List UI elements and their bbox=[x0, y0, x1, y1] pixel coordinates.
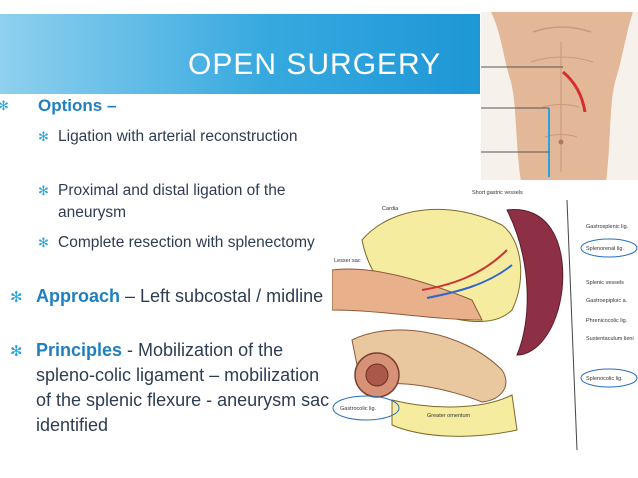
figure-label: Greater omentum bbox=[427, 413, 471, 419]
figure-label: Lesser sac bbox=[334, 258, 361, 264]
figure-label: Short gastric vessels bbox=[472, 190, 523, 196]
figure-label: Gastroepiploic a. bbox=[586, 298, 628, 304]
figure-label: Gastrosplenic lig. bbox=[586, 224, 629, 230]
options-heading-text: Options – bbox=[38, 96, 117, 115]
asterisk-icon: ✻ bbox=[10, 289, 23, 306]
figure-label: Splenic vessels bbox=[586, 280, 624, 286]
option-item: ✻ Ligation with arterial reconstruction bbox=[38, 126, 343, 148]
options-heading: ✻ Options – bbox=[0, 96, 117, 116]
torso-incision-image bbox=[481, 12, 638, 182]
figure-label: Splenorenal lig. bbox=[586, 246, 624, 252]
asterisk-icon: ✻ bbox=[38, 129, 49, 144]
asterisk-icon: ✻ bbox=[38, 235, 49, 250]
asterisk-icon: ✻ bbox=[38, 183, 49, 198]
option-item: ✻ Complete resection with splenectomy bbox=[38, 232, 343, 254]
splenic-anatomy-figure: Short gastric vessels Cardia Lesser sac … bbox=[332, 180, 638, 450]
option-text: Complete resection with splenectomy bbox=[58, 234, 315, 251]
asterisk-icon: ✻ bbox=[0, 98, 9, 113]
approach-label: Approach bbox=[36, 286, 121, 306]
approach-text: – Left subcostal / midline bbox=[120, 286, 324, 306]
approach-item: ✻ Approach – Left subcostal / midline bbox=[10, 284, 336, 309]
asterisk-icon: ✻ bbox=[10, 343, 23, 360]
principles-text: - Mobilization of the spleno-colic ligam… bbox=[36, 340, 330, 435]
principles-item: ✻ Principles - Mobilization of the splen… bbox=[10, 338, 336, 438]
figure-label: Sustentaculum lieni bbox=[586, 336, 634, 342]
figure-label: Gastrocolic lig. bbox=[340, 406, 377, 412]
option-item: ✻ Proximal and distal ligation of the an… bbox=[38, 180, 343, 224]
slide-title: OPEN SURGERY bbox=[188, 48, 442, 81]
title-banner bbox=[0, 14, 480, 94]
option-text: Proximal and distal ligation of the aneu… bbox=[58, 182, 286, 221]
figure-label: Splenocolic lig. bbox=[586, 376, 623, 382]
figure-label: Phrenicocolic lig. bbox=[586, 318, 628, 324]
figure-label: Cardia bbox=[382, 206, 399, 212]
option-text: Ligation with arterial reconstruction bbox=[58, 128, 298, 145]
principles-label: Principles bbox=[36, 340, 123, 360]
